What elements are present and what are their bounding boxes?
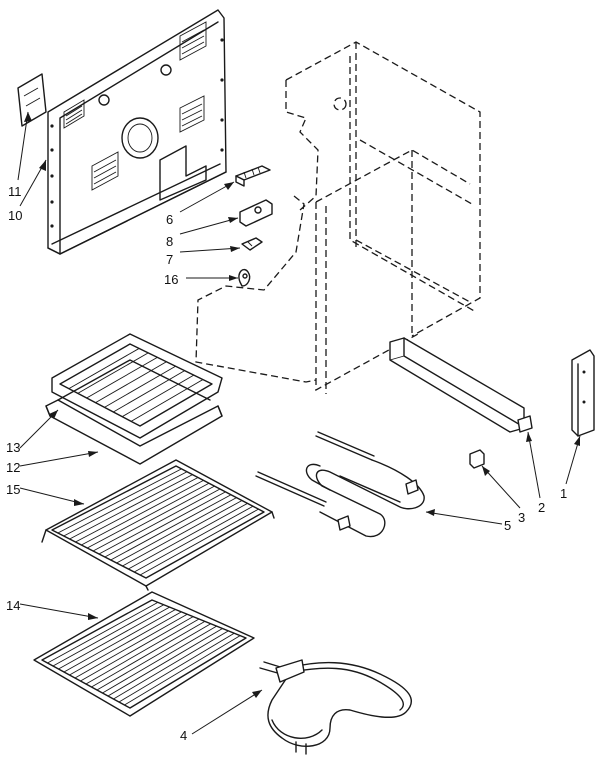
wire (113, 370, 185, 413)
wire (92, 485, 215, 552)
wire (52, 604, 164, 667)
wire (81, 479, 204, 546)
wire (75, 477, 199, 543)
gasket-part-11 (17, 73, 47, 127)
oven-rack-part-15 (41, 459, 275, 591)
side-trim-part-1 (571, 349, 595, 437)
callout-2: 2 (538, 500, 545, 515)
broiler-grid-part-13 (51, 333, 223, 439)
wire (57, 468, 182, 534)
callout-14: 14 (6, 598, 20, 613)
wire (139, 508, 259, 576)
wire (96, 623, 211, 691)
callout-12: 12 (6, 460, 20, 475)
rear-panel-part-10 (47, 9, 227, 255)
wire (102, 625, 217, 694)
callout-15: 15 (6, 482, 20, 497)
wire (107, 628, 223, 697)
wire (80, 616, 194, 682)
hook-part-16 (238, 268, 251, 287)
hinge-plate-part-8 (239, 199, 273, 227)
oven-cavity-outline (195, 41, 481, 394)
callout-6: 6 (166, 212, 173, 227)
callout-numbers: 11 10 6 8 7 16 1 2 3 5 13 12 15 14 4 (6, 184, 567, 743)
wire (113, 630, 229, 700)
wire (86, 356, 158, 399)
wire (58, 606, 170, 670)
callout-4: 4 (180, 728, 187, 743)
callout-8: 8 (166, 234, 173, 249)
wire (118, 632, 235, 703)
bake-element-part-5 (255, 431, 425, 538)
callout-13: 13 (6, 440, 20, 455)
wire (104, 365, 176, 408)
wire (69, 474, 193, 540)
callout-1: 1 (560, 486, 567, 501)
callout-5: 5 (504, 518, 511, 533)
wire (91, 620, 206, 688)
wire (85, 618, 200, 685)
clip-part-7 (241, 237, 263, 251)
wire (63, 609, 176, 673)
leader-lines (17, 111, 581, 735)
wire (128, 502, 248, 570)
wire (95, 361, 167, 404)
bracket-part-3 (469, 449, 485, 469)
wire (68, 348, 140, 390)
wire (130, 379, 204, 422)
wire (110, 494, 232, 561)
wire (77, 352, 149, 394)
wire (134, 505, 254, 573)
callout-10: 10 (8, 208, 22, 223)
callout-11: 11 (8, 184, 22, 199)
wire (104, 491, 226, 558)
callout-7: 7 (166, 252, 173, 267)
broiler-pan-part-12 (45, 359, 223, 465)
wire (69, 611, 182, 676)
wire (121, 374, 195, 418)
wire (87, 482, 210, 549)
wire (124, 635, 241, 706)
oven-rack-part-14 (33, 591, 255, 717)
callout-3: 3 (518, 510, 525, 525)
bracket-part-6 (235, 165, 271, 187)
broil-element-part-4 (259, 659, 412, 755)
wire (98, 488, 221, 555)
wire (63, 471, 188, 537)
wire (116, 497, 237, 564)
wire (74, 613, 188, 679)
rail-part-2 (389, 337, 533, 433)
wire (122, 500, 243, 567)
callout-16: 16 (164, 272, 178, 287)
wire (47, 601, 159, 664)
